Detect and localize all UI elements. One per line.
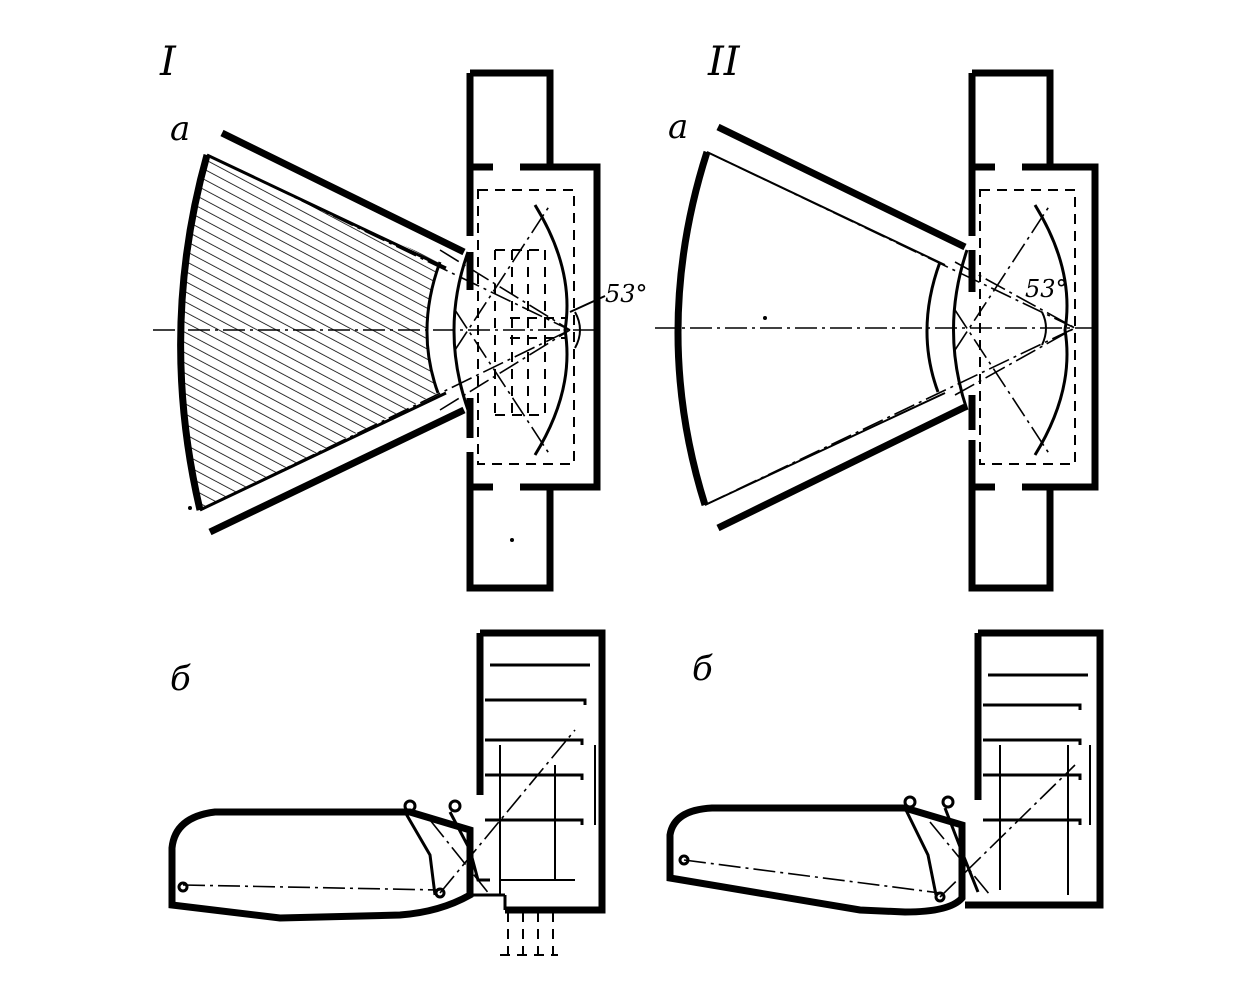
sight-line-ii <box>954 327 1076 396</box>
sight-line-i <box>439 249 571 331</box>
fly-gallery-i <box>485 818 584 825</box>
sight-line-i <box>439 329 571 411</box>
sight-line-section-ii <box>939 764 1076 898</box>
balcony-node-i <box>448 799 462 813</box>
fly-gallery-ii <box>983 818 1082 825</box>
floor-node-i <box>177 881 189 893</box>
sight-line-i <box>454 204 551 351</box>
panel-label-ii: II <box>707 39 741 85</box>
auditorium-side-wall-i <box>220 129 466 256</box>
auditorium-side-wall-i <box>208 406 466 536</box>
fly-gallery-i <box>485 773 584 780</box>
balcony-ii <box>903 807 938 896</box>
orchestra-front-ii <box>925 261 942 393</box>
panel-label-i: I <box>159 39 177 85</box>
sight-line-section-ii <box>929 821 991 896</box>
sight-line-i <box>199 329 571 511</box>
fly-gallery-i <box>485 698 587 705</box>
fly-tower-i <box>476 629 606 914</box>
auditorium-back-wall-ii <box>674 150 711 507</box>
balcony-i <box>448 811 490 882</box>
angle-label-ii: 53° <box>1025 275 1068 303</box>
fly-gallery-ii <box>983 738 1082 745</box>
auditorium-section-ii <box>666 804 966 916</box>
sight-line-ii <box>706 151 1076 329</box>
sight-line-i <box>454 309 551 456</box>
stage-outline-ii <box>968 69 1099 592</box>
sight-line-section-i <box>439 729 576 894</box>
revolving-stage-ii <box>1033 204 1069 456</box>
angle-leader-i <box>569 295 606 313</box>
plan-i <box>153 69 606 592</box>
orchestra-front-i <box>425 261 442 394</box>
auditorium-side-wall-ii <box>716 403 967 532</box>
fly-gallery-ii <box>983 703 1082 710</box>
section-axis-i <box>182 884 441 891</box>
stage-outline-i <box>466 69 601 592</box>
auditorium-back-wall-i <box>177 154 211 511</box>
auditorium-section-i <box>168 808 474 922</box>
auditorium-side-wall-ii <box>716 123 967 251</box>
stage-area-dashed-ii <box>979 189 1076 465</box>
auditorium-hatch-i <box>180 155 440 510</box>
fly-gallery-i <box>485 738 584 745</box>
angle-arc-ii <box>1041 311 1047 346</box>
sight-line-ii <box>954 204 1051 351</box>
balcony-i <box>403 811 437 896</box>
section-axis-ii <box>683 859 941 894</box>
plan-label-ii: a <box>668 107 688 147</box>
angle-label-i: 53° <box>605 280 648 308</box>
stage-area-dashed-i <box>477 189 575 465</box>
balcony-node-ii <box>941 795 955 809</box>
section-ii <box>666 629 1104 916</box>
sight-line-ii <box>954 309 1051 456</box>
plan-ii <box>655 69 1100 592</box>
plan-label-i: a <box>170 109 190 149</box>
balcony-node-ii <box>903 795 917 809</box>
section-i <box>168 629 606 956</box>
fly-tower-ii <box>965 629 1104 909</box>
section-label-ii: б <box>692 649 713 689</box>
section-label-i: б <box>170 659 191 699</box>
sight-line-i <box>206 154 571 331</box>
balcony-node-i <box>403 799 417 813</box>
angle-arc-i <box>574 311 581 349</box>
floor-node-i <box>434 887 446 899</box>
sight-line-section-i <box>429 819 491 896</box>
balcony-ii <box>943 807 980 893</box>
fly-gallery-ii <box>983 773 1082 780</box>
sight-line-ii <box>954 261 1076 329</box>
